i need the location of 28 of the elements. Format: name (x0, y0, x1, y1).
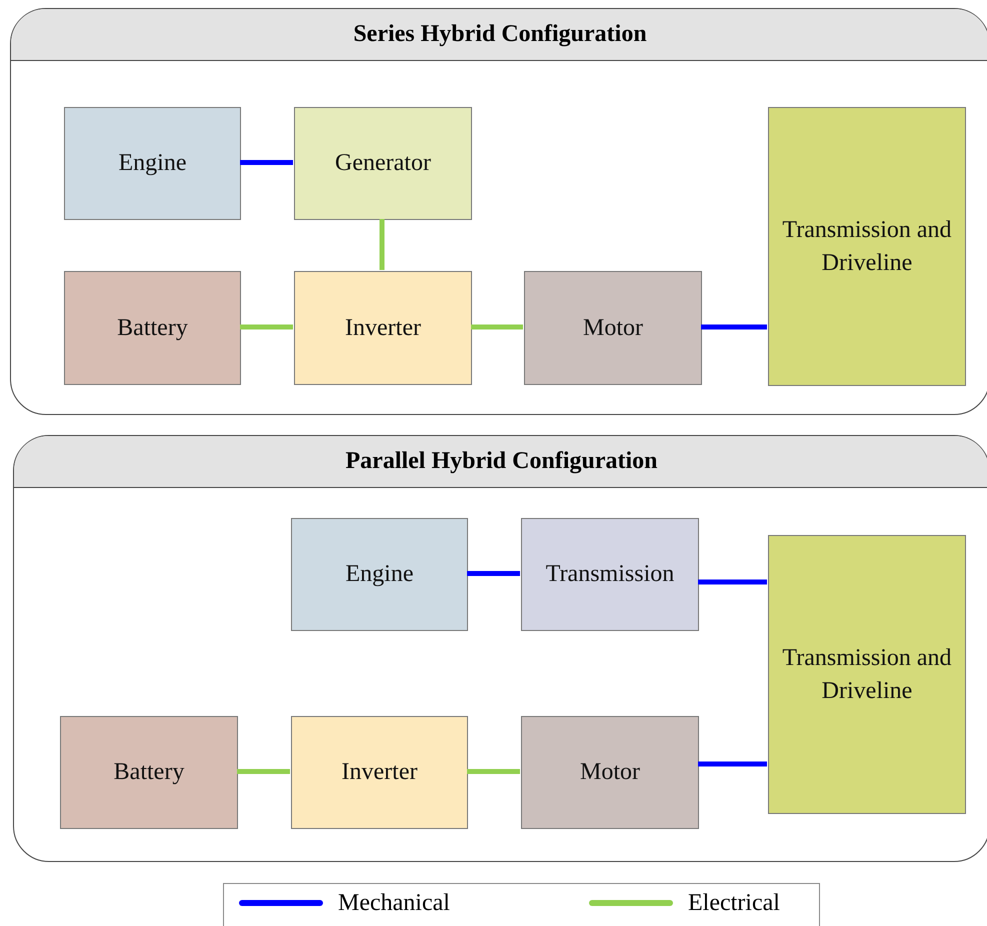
legend-label: Electrical (688, 890, 780, 917)
connector-line (240, 160, 293, 165)
component-box: Battery (64, 271, 241, 385)
connector-line (698, 580, 767, 584)
component-box: Transmission and Driveline (768, 107, 966, 386)
legend-label: Mechanical (338, 890, 450, 917)
component-box: Inverter (291, 716, 468, 829)
component-box: Transmission and Driveline (768, 535, 966, 814)
component-box: Motor (524, 271, 702, 385)
component-box: Generator (294, 107, 472, 220)
component-box: Engine (291, 518, 468, 631)
connector-line (467, 571, 520, 576)
component-box: Motor (521, 716, 699, 829)
component-box: Engine (64, 107, 241, 220)
configuration-panel (13, 435, 987, 862)
configuration-panel (10, 8, 987, 415)
connector-line (698, 762, 767, 766)
panel-title: Parallel Hybrid Configuration (346, 448, 658, 475)
panel-title: Series Hybrid Configuration (353, 21, 647, 48)
connector-line (237, 769, 290, 774)
connector-line (380, 219, 384, 270)
connector-line (240, 324, 293, 330)
component-box: Transmission (521, 518, 699, 631)
connector-line (471, 324, 523, 330)
component-box: Battery (60, 716, 238, 829)
connector-line (467, 769, 520, 774)
connector-line (701, 324, 767, 330)
component-box: Inverter (294, 271, 472, 385)
